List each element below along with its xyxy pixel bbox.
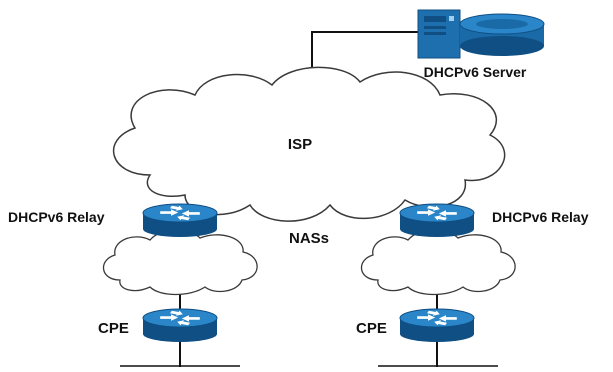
dhcpv6-server-icon bbox=[417, 9, 545, 59]
left-cpe-router-icon bbox=[142, 308, 218, 342]
right-cpe-router-icon bbox=[399, 308, 475, 342]
left-relay-label: DHCPv6 Relay bbox=[8, 209, 105, 225]
nas-label: NASs bbox=[289, 230, 329, 247]
server-label: DHCPv6 Server bbox=[424, 64, 527, 80]
isp-cloud bbox=[113, 66, 506, 222]
right-relay-router-icon bbox=[399, 203, 475, 237]
right-cpe-label: CPE bbox=[356, 320, 387, 337]
left-access-cloud bbox=[102, 229, 258, 296]
left-relay-router-icon bbox=[142, 203, 218, 237]
right-relay-label: DHCPv6 Relay bbox=[492, 209, 589, 225]
isp-label: ISP bbox=[288, 136, 312, 153]
right-access-cloud bbox=[360, 229, 516, 296]
left-cpe-label: CPE bbox=[98, 320, 129, 337]
